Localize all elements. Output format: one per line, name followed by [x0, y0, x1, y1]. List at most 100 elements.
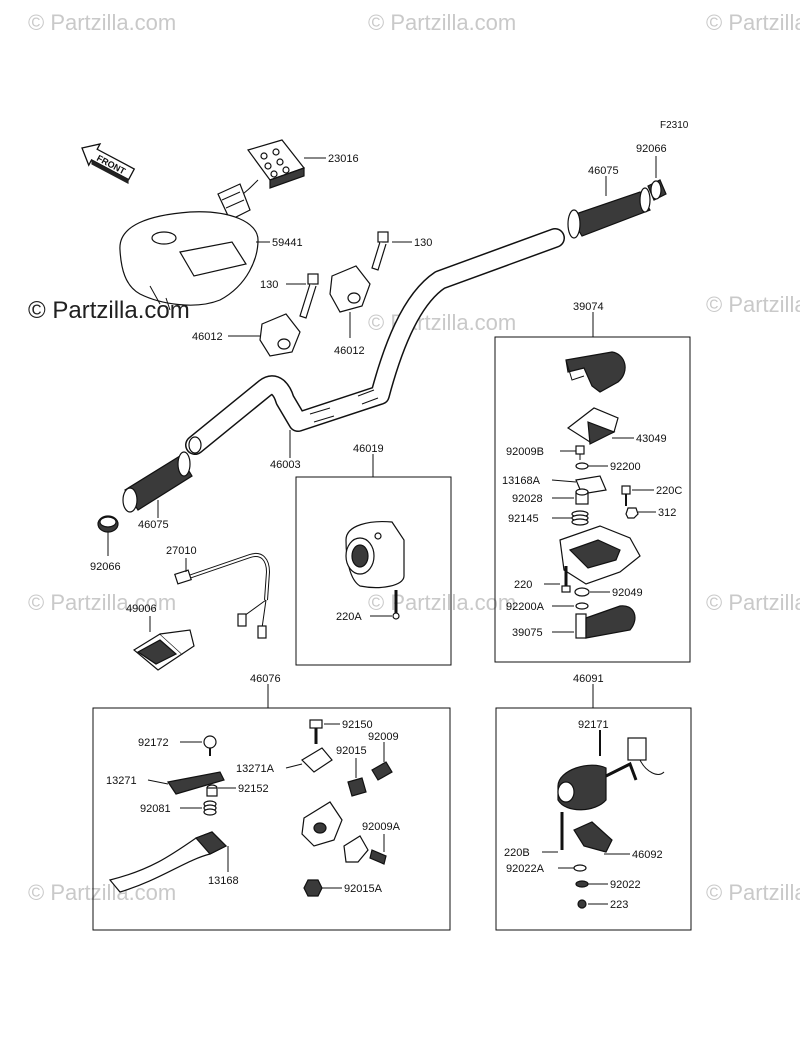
label-220A: 220A: [336, 611, 362, 623]
part-92015A-nut: [303, 879, 323, 897]
label-92022A: 92022A: [506, 863, 545, 875]
part-92049-seal: [574, 587, 590, 597]
part-43049-pad: [566, 407, 619, 445]
front-arrow-icon: FRONT: [81, 143, 136, 185]
part-92200A-washer: [575, 602, 589, 610]
label-220C: 220C: [656, 485, 682, 497]
part-39074-cover: [565, 351, 626, 393]
label-39075: 39075: [512, 627, 543, 639]
label-92145: 92145: [508, 513, 539, 525]
part-92022A-washer: [573, 864, 587, 872]
label-92200: 92200: [610, 461, 641, 473]
label-49006: 49006: [126, 603, 157, 615]
label-39074: 39074: [573, 301, 604, 313]
part-46075-grip-left: [122, 451, 193, 513]
part-27010-switch-cable: [174, 553, 271, 639]
label-92066-a: 92066: [636, 143, 667, 155]
label-312: 312: [658, 507, 676, 519]
label-92009A: 92009A: [362, 821, 401, 833]
label-92171: 92171: [578, 719, 609, 731]
part-92009A-bolt: [369, 849, 387, 865]
label-92172: 92172: [138, 737, 169, 749]
part-92028-collar: [575, 488, 589, 505]
label-46003: 46003: [270, 459, 301, 471]
part-223-screw: [577, 899, 587, 909]
part-130-bolt-a: [299, 273, 319, 319]
watermark: © Partzilla.com: [28, 880, 176, 905]
label-92150: 92150: [342, 719, 373, 731]
part-39074-housing: [559, 525, 641, 585]
part-92009-screw: [371, 761, 393, 781]
label-92015A: 92015A: [344, 883, 383, 895]
label-92028: 92028: [512, 493, 543, 505]
label-46075-a: 46075: [588, 165, 619, 177]
part-92081-spring: [203, 800, 217, 816]
box-46091: [495, 707, 692, 931]
label-92049: 92049: [612, 587, 643, 599]
part-lever-clamp: [343, 835, 369, 863]
label-223: 223: [610, 899, 628, 911]
part-92172-screw: [203, 735, 217, 756]
watermark: © Partzilla.com: [28, 590, 176, 615]
part-13271A-bracket: [301, 747, 333, 773]
label-92152: 92152: [238, 783, 269, 795]
part-92150-bolt: [309, 719, 323, 744]
part-39075-lever: [575, 605, 636, 639]
label-13271: 13271: [106, 775, 137, 787]
label-92022: 92022: [610, 879, 641, 891]
part-46012-clamp-a: [259, 313, 301, 357]
watermark: © Partzilla.com: [28, 10, 176, 35]
label-46019: 46019: [353, 443, 384, 455]
part-46075-grip-right: [567, 187, 651, 239]
part-13271-plate: [166, 771, 225, 795]
part-312-nut: [625, 507, 639, 519]
watermark: © Partzilla.com: [706, 880, 800, 905]
label-46075-b: 46075: [138, 519, 169, 531]
part-92022-washer: [575, 880, 589, 888]
part-23016-switch: [239, 139, 305, 197]
label-43049: 43049: [636, 433, 667, 445]
part-46091-switch: [557, 737, 665, 811]
part-49006-lever: [132, 629, 195, 671]
label-46012-a: 46012: [192, 331, 223, 343]
part-13168-lever: [108, 831, 228, 893]
label-23016: 23016: [328, 153, 359, 165]
label-27010: 27010: [166, 545, 197, 557]
watermark: © Partzilla.com: [706, 590, 800, 615]
label-92015: 92015: [336, 745, 367, 757]
part-92145-spring: [571, 510, 589, 526]
part-220-screw: [561, 566, 571, 593]
label-46076: 46076: [250, 673, 281, 685]
label-92066-b: 92066: [90, 561, 121, 573]
label-59441: 59441: [272, 237, 303, 249]
label-13168A: 13168A: [502, 475, 541, 487]
label-46092: 46092: [632, 849, 663, 861]
box-46076: [92, 707, 451, 931]
label-130-a: 130: [260, 279, 278, 291]
label-13168: 13168: [208, 875, 239, 887]
part-220C-screw: [621, 485, 631, 506]
part-130-bolt-b: [371, 231, 389, 271]
watermark: © Partzilla.com: [368, 310, 516, 335]
label-130-b: 130: [414, 237, 432, 249]
part-lever-holder: [301, 801, 343, 847]
part-92066-endcap-left: [97, 515, 119, 533]
label-220B: 220B: [504, 847, 530, 859]
page-number: F2310: [660, 120, 689, 131]
part-46003-handlebar: [185, 228, 565, 455]
watermark: © Partzilla.com: [368, 10, 516, 35]
part-92200-washer: [575, 462, 589, 470]
label-13271A: 13271A: [236, 763, 275, 775]
watermarks: © Partzilla.com © Partzilla.com © Partzi…: [28, 10, 800, 905]
part-59441-cover: [119, 211, 259, 311]
label-92200A: 92200A: [506, 601, 545, 613]
label-46091: 46091: [573, 673, 604, 685]
part-46012-clamp-b: [329, 265, 371, 313]
watermark: © Partzilla.com: [706, 10, 800, 35]
part-92009B-screw: [575, 445, 585, 460]
part-92152-collar: [206, 784, 218, 797]
part-46092-lever: [573, 821, 613, 853]
part-46019-switch-housing: [345, 520, 405, 589]
